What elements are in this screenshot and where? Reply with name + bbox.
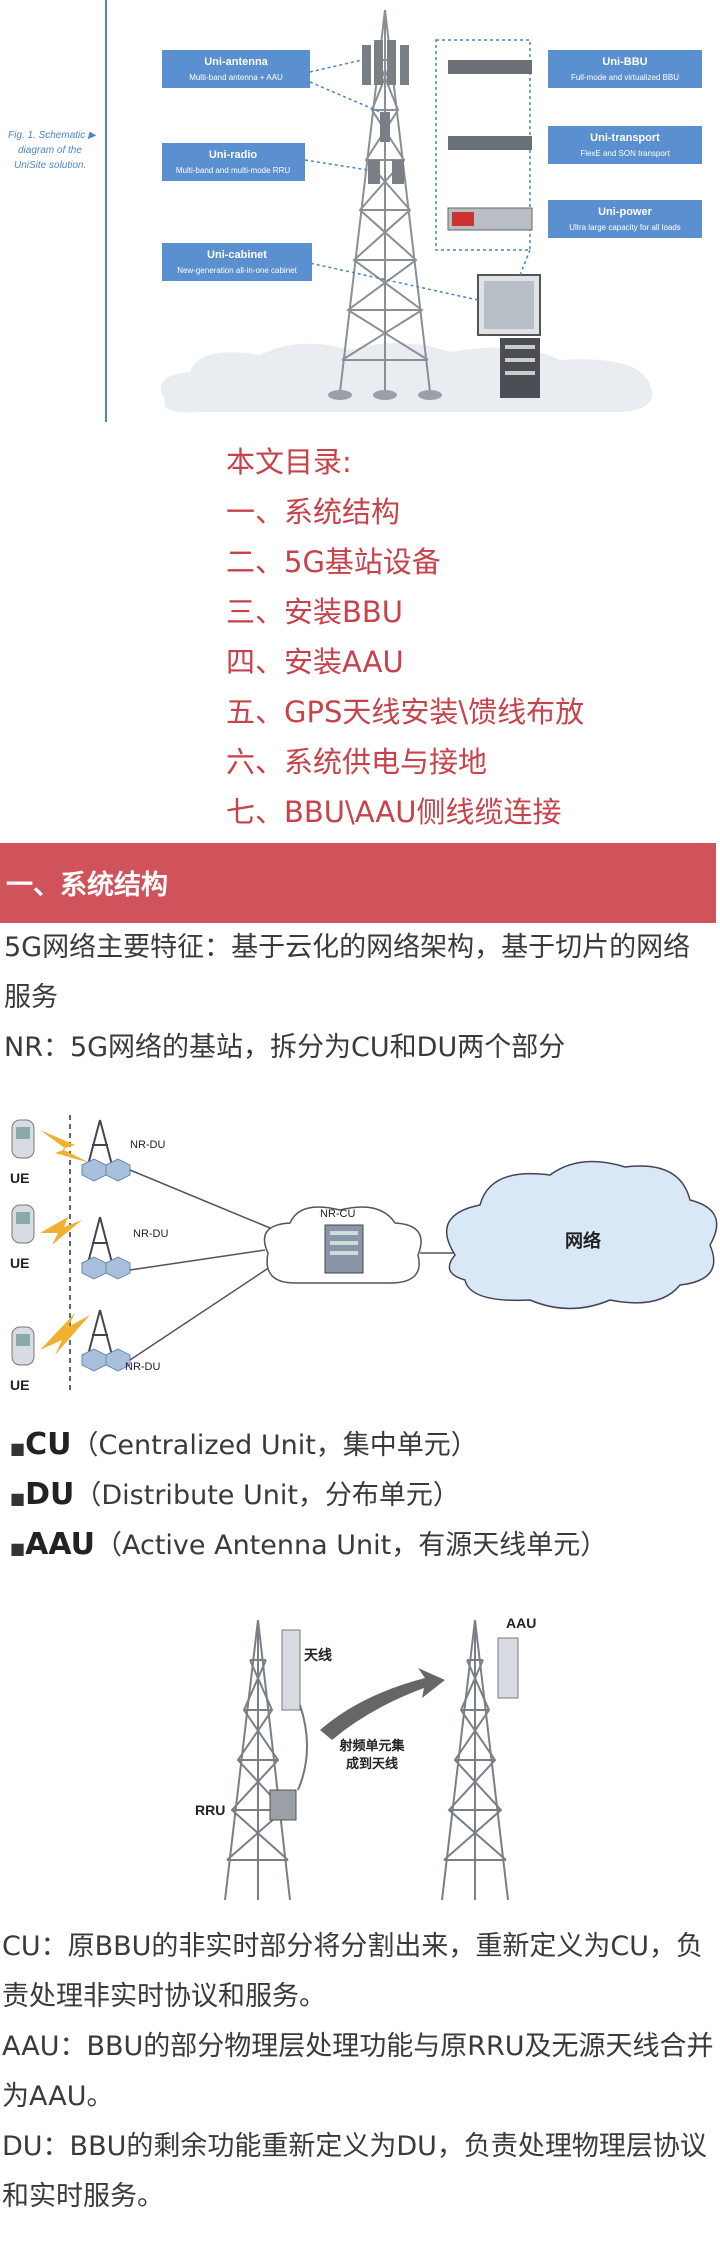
tower-icon (441, 1619, 509, 1901)
network-label: 网络 (565, 1230, 601, 1252)
cloud-base (160, 342, 652, 413)
definition-list: ■CU（Centralized Unit，集中单元） ■DU（Distribut… (10, 1420, 607, 1570)
toc-item[interactable]: 七、BBU\AAU侧线缆连接 (226, 795, 562, 829)
svg-text:Uni-power: Uni-power (598, 206, 652, 218)
arrow-icon (320, 1668, 445, 1740)
bullet-square-icon: ■ (10, 1439, 26, 1458)
box-uni-power: Uni-power Ultra large capacity for all l… (548, 200, 702, 238)
aau-label: AAU (506, 1615, 536, 1631)
du-label: NR-DU (133, 1228, 168, 1240)
ue-phone-icon (11, 1119, 35, 1159)
passive-antenna-icon (281, 1629, 301, 1711)
table-of-contents: 本文目录: 一、系统结构 二、5G基站设备 三、安装BBU 四、安装AAU 五、… (226, 437, 584, 837)
svg-text:Full-mode and virtualized BBU: Full-mode and virtualized BBU (571, 73, 679, 82)
toc-item[interactable]: 六、系统供电与接地 (226, 745, 488, 779)
svg-text:Multi-band antenna + AAU: Multi-band antenna + AAU (189, 73, 283, 82)
aau-device-icon (497, 1637, 519, 1699)
list-item: ■DU（Distribute Unit，分布单元） (10, 1470, 607, 1520)
lightning-icon (40, 1217, 82, 1245)
du-label: NR-DU (130, 1139, 165, 1151)
antenna-array-icon (362, 40, 409, 184)
cabinet-icon (477, 274, 541, 398)
toc-item[interactable]: 二、5G基站设备 (226, 545, 441, 579)
paragraph-nr: NR：5G网络的基站，拆分为CU和DU两个部分 (4, 1032, 566, 1063)
paragraph-5g-features: 5G网络主要特征：基于云化的网络架构，基于切片的网络服务 (4, 932, 691, 1013)
ue-label: UE (10, 1170, 29, 1186)
box-uni-cabinet: Uni-cabinet New-generation all-in-one ca… (162, 243, 312, 281)
svg-text:Multi-band and multi-mode RRU: Multi-band and multi-mode RRU (176, 166, 290, 175)
ue-phone-icon (11, 1204, 35, 1244)
antenna-label: 天线 (304, 1647, 332, 1664)
arrow-label-line-2: 成到天线 (346, 1756, 398, 1772)
svg-text:Uni-transport: Uni-transport (590, 132, 660, 144)
figure-caption-line-2: diagram of the (18, 145, 82, 156)
unisite-diagram: Fig. 1. Schematic ▶ diagram of the UniSi… (0, 0, 720, 430)
bbu-device-icon (448, 60, 532, 74)
bullet-text: （Active Antenna Unit，有源天线单元） (95, 1530, 608, 1561)
bullet-abbr: CU (25, 1427, 72, 1462)
svg-text:Uni-BBU: Uni-BBU (602, 56, 647, 68)
svg-text:Uni-radio: Uni-radio (209, 149, 258, 161)
paragraph-cu: CU：原BBU的非实时部分将分割出来，重新定义为CU，负责处理非实时协议和服务。 (2, 1931, 704, 2012)
transport-device-icon (448, 136, 532, 150)
ue-label: UE (10, 1377, 29, 1393)
network-cloud (446, 1160, 718, 1310)
toc-heading: 本文目录: (226, 445, 352, 479)
box-uni-radio: Uni-radio Multi-band and multi-mode RRU (162, 143, 305, 181)
paragraph-aau: AAU：BBU的部分物理层处理功能与原RRU及无源天线合并为AAU。 (2, 2031, 714, 2112)
rru-device-icon (269, 1789, 297, 1821)
toc-item[interactable]: 三、安装BBU (226, 595, 404, 629)
svg-text:New-generation all-in-one cabi: New-generation all-in-one cabinet (177, 266, 297, 275)
bullet-square-icon: ■ (10, 1539, 26, 1558)
section-header: 一、系统结构 (0, 843, 716, 923)
bullet-abbr: DU (25, 1477, 75, 1512)
figure-caption-line-3: UniSite solution. (14, 160, 86, 171)
tower-icon (339, 9, 431, 393)
nr-architecture-diagram: UE UE UE NR-DU NR-DU NR- (0, 1105, 720, 1395)
ue-label: UE (10, 1255, 29, 1271)
cu-label: NR-CU (320, 1208, 355, 1220)
paragraph-definitions: CU：原BBU的非实时部分将分割出来，重新定义为CU，负责处理非实时协议和服务。… (2, 1922, 716, 2222)
arrow-label-line-1: 射频单元集 (338, 1738, 405, 1754)
figure-caption-line-1: Fig. 1. Schematic ▶ (8, 130, 97, 141)
lightning-icon (40, 1130, 90, 1163)
list-item: ■CU（Centralized Unit，集中单元） (10, 1420, 607, 1470)
svg-text:FlexE and SON transport: FlexE and SON transport (580, 149, 670, 158)
toc-item[interactable]: 五、GPS天线安装\馈线布放 (226, 695, 585, 729)
hex-cells (81, 1158, 131, 1372)
bullet-abbr: AAU (25, 1527, 95, 1562)
lightning-icon (40, 1313, 90, 1355)
server-rack-icon (324, 1224, 364, 1274)
svg-text:Uni-cabinet: Uni-cabinet (207, 249, 267, 261)
ue-phone-icon (11, 1326, 35, 1366)
rru-aau-diagram: 天线 RRU 射频单元集 成到天线 AAU (180, 1600, 560, 1905)
box-uni-transport: Uni-transport FlexE and SON transport (548, 126, 702, 164)
du-tower-icon (87, 1119, 113, 1356)
rru-label: RRU (195, 1802, 225, 1818)
box-uni-bbu: Uni-BBU Full-mode and virtualized BBU (548, 50, 702, 88)
bullet-text: （Distribute Unit，分布单元） (74, 1480, 460, 1511)
bullet-square-icon: ■ (10, 1489, 26, 1508)
toc-item[interactable]: 四、安装AAU (226, 645, 404, 679)
paragraph-du: DU：BBU的剩余功能重新定义为DU，负责处理物理层协议和实时服务。 (2, 2131, 707, 2212)
list-item: ■AAU（Active Antenna Unit，有源天线单元） (10, 1520, 607, 1570)
section-title: 一、系统结构 (6, 870, 168, 901)
tower-icon (224, 1619, 291, 1901)
box-uni-antenna: Uni-antenna Multi-band antenna + AAU (162, 50, 310, 88)
du-label: NR-DU (125, 1361, 160, 1373)
svg-text:Ultra large capacity for all l: Ultra large capacity for all loads (569, 223, 681, 232)
toc-item[interactable]: 一、系统结构 (226, 495, 401, 529)
svg-text:Uni-antenna: Uni-antenna (204, 56, 268, 68)
bullet-text: （Centralized Unit，集中单元） (71, 1430, 478, 1461)
